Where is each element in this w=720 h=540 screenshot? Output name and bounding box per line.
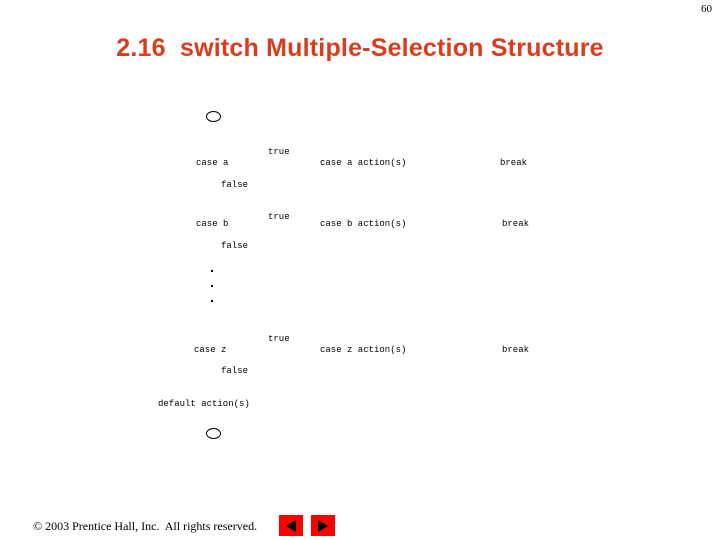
ellipsis-dot [211,285,213,287]
triangle-left-icon [286,519,296,532]
navigation-buttons [279,515,335,536]
case-a-action-label: case a action(s) [320,158,407,168]
page-title: 2.16 switch Multiple-Selection Structure [116,34,604,62]
case-b-true-label: true [268,212,290,222]
case-a-decision-label: case a [196,158,229,168]
case-z-false-label: false [221,366,249,376]
case-b-decision-label: case b [196,219,229,229]
case-z-break-label: break [502,345,530,355]
case-b-break-label: break [502,219,530,229]
previous-slide-button[interactable] [279,515,303,536]
next-slide-button[interactable] [311,515,335,536]
ellipsis-dot [211,270,213,272]
triangle-right-icon [318,519,328,532]
case-b-false-label: false [221,241,249,251]
case-a-break-label: break [500,158,528,168]
case-z-action-label: case z action(s) [320,345,407,355]
flowchart-bottom-connector-circle [206,428,221,439]
ellipsis-dot [211,300,213,302]
flowchart-top-connector-circle [206,111,221,122]
case-a-false-label: false [221,180,249,190]
case-a-true-label: true [268,147,290,157]
case-b-action-label: case b action(s) [320,219,407,229]
case-z-decision-label: case z [194,345,227,355]
flowchart-diagram: true case a case a action(s) break false… [158,111,530,439]
page-number: 60 [701,3,712,15]
copyright-notice: © 2003 Prentice Hall, Inc. All rights re… [33,519,258,533]
default-action-label: default action(s) [158,399,250,409]
case-z-true-label: true [268,334,290,344]
